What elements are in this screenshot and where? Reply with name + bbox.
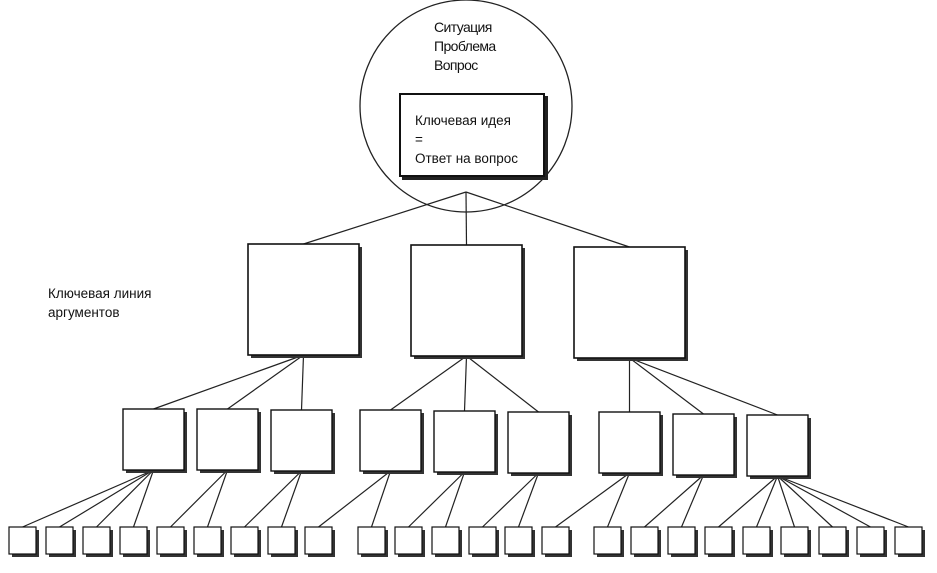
connector-l2-to-l3-2-1 [170, 469, 228, 528]
question-text: Вопрос [434, 57, 478, 73]
argument-box-level3-9-4 [818, 526, 849, 557]
argument-box-level3-9-5 [856, 526, 887, 557]
argument-box-level1-1 [247, 243, 362, 358]
connector-lines [22, 191, 909, 528]
argument-box-level3-1-3 [82, 526, 113, 557]
key-idea-text: Ключевая идея [415, 113, 511, 128]
argument-box-level3-8-2 [667, 526, 698, 557]
connector-l2-to-l3-9-4 [777, 475, 833, 528]
argument-box-level3-6-2 [504, 526, 535, 557]
connector-l2-to-l3-6-2 [517, 472, 540, 528]
connector-l2-to-l3-1-4 [132, 469, 155, 528]
connector-l2-to-l3-3-2 [280, 470, 303, 528]
connector-l2-to-l3-9-5 [777, 475, 871, 528]
argument-box-level2-7 [598, 411, 663, 476]
connector-l1-to-l2-5 [463, 355, 468, 412]
argument-box-level3-2-1 [156, 526, 187, 557]
connector-l2-to-l3-1-1 [22, 469, 154, 528]
connector-l1-to-l2-4 [390, 355, 467, 411]
connector-l2-to-l3-5-1 [408, 471, 465, 528]
connector-l2-to-l3-6-1 [482, 472, 539, 528]
key-idea-equals: = [415, 132, 423, 147]
argument-box-level2-9 [746, 414, 811, 479]
connector-circle-to-box-2 [465, 191, 468, 246]
situation-text: Ситуация [434, 19, 492, 35]
connector-l2-to-l3-9-2 [755, 475, 779, 528]
argument-box-level3-5-1 [394, 526, 425, 557]
connector-l1-to-l2-3 [300, 354, 305, 411]
argument-box-level2-6 [507, 411, 572, 476]
connector-l1-to-l2-9 [629, 357, 778, 416]
argument-box-level1-3 [573, 246, 688, 361]
argument-box-level3-3-1 [230, 526, 261, 557]
argument-box-level2-5 [433, 410, 498, 475]
argument-box-level3-7-2 [593, 526, 624, 557]
problem-text: Проблема [434, 38, 496, 54]
argument-box-level2-3 [270, 409, 335, 474]
connector-l1-to-l2-2 [227, 354, 304, 410]
argument-box-level3-6-1 [468, 526, 499, 557]
argument-box-level3-9-2 [742, 526, 773, 557]
argument-box-level2-4 [359, 409, 424, 474]
connector-l2-to-l3-7-1 [555, 472, 630, 528]
key-line-text: Ключевая линия [48, 286, 152, 301]
situation-problem-question-label: Ситуация Проблема Вопрос [434, 18, 496, 75]
argument-box-level2-1 [122, 408, 187, 473]
connector-l1-to-l2-8 [629, 357, 704, 415]
connector-l2-to-l3-9-6 [777, 475, 909, 528]
key-idea-box: Ключевая идея = Ответ на вопрос [399, 93, 545, 177]
connector-l2-to-l3-8-1 [644, 474, 704, 528]
key-line-label: Ключевая линия аргументов [48, 284, 151, 322]
argument-box-level3-2-2 [193, 526, 224, 557]
argument-box-level3-1-4 [119, 526, 150, 557]
argument-boxes [8, 243, 925, 557]
argument-box-level3-9-6 [894, 526, 925, 557]
connector-l2-to-l3-3-1 [244, 470, 302, 528]
connector-circle-to-box-3 [465, 191, 630, 248]
argument-box-level3-7-1 [541, 526, 572, 557]
connector-l2-to-l3-4-2 [370, 470, 392, 528]
argument-box-level3-4-1 [304, 526, 335, 557]
argument-box-level3-9-1 [704, 526, 735, 557]
connector-l2-to-l3-9-3 [776, 475, 796, 528]
connector-l2-to-l3-4-1 [318, 470, 391, 528]
argument-box-level3-3-2 [267, 526, 298, 557]
argument-box-level3-4-2 [357, 526, 388, 557]
argument-box-level3-1-2 [45, 526, 76, 557]
argument-box-level3-5-2 [431, 526, 462, 557]
connector-l2-to-l3-7-2 [606, 472, 631, 528]
connector-l2-to-l3-9-1 [718, 475, 778, 528]
argument-box-level3-8-1 [630, 526, 661, 557]
argument-box-level3-9-3 [780, 526, 811, 557]
connector-l2-to-l3-5-2 [444, 471, 466, 528]
connector-l2-to-l3-1-2 [59, 469, 154, 528]
argument-box-level2-2 [196, 408, 261, 473]
argument-box-level1-2 [410, 244, 525, 359]
connector-l2-to-l3-1-3 [96, 469, 154, 528]
connector-l2-to-l3-8-2 [680, 474, 705, 528]
argument-box-level3-1-1 [8, 526, 39, 557]
connector-l1-to-l2-1 [153, 354, 304, 410]
connector-l2-to-l3-2-2 [206, 469, 229, 528]
arguments-text: аргументов [48, 305, 120, 320]
argument-box-level2-8 [672, 413, 737, 478]
connector-l1-to-l2-6 [466, 355, 539, 413]
answer-text: Ответ на вопрос [415, 151, 519, 166]
connector-circle-to-box-1 [303, 191, 467, 245]
